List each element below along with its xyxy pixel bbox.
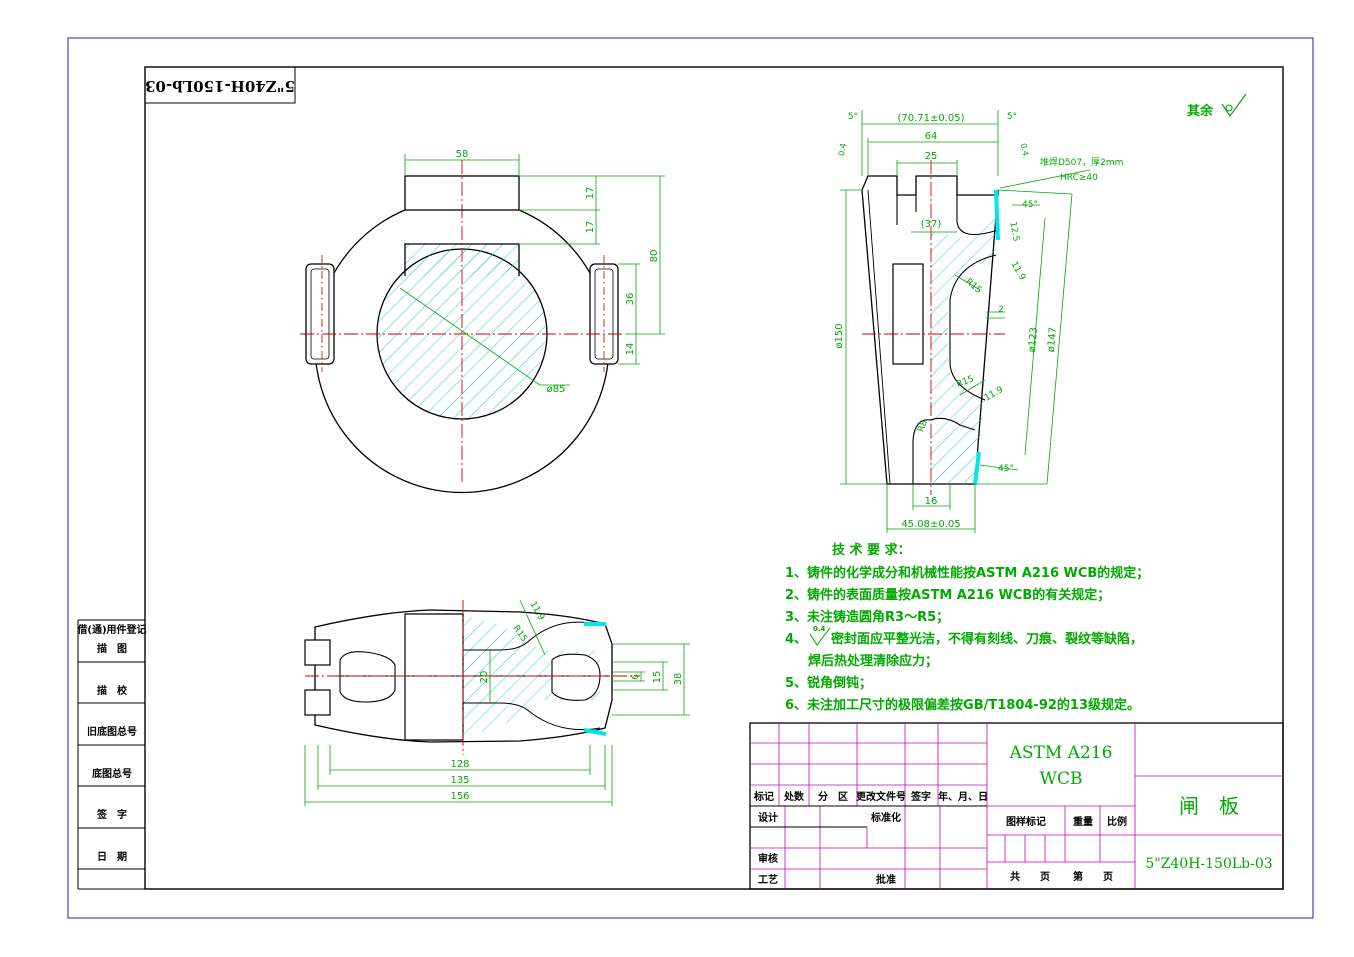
roughness-right: 0.4	[1019, 143, 1030, 157]
dim-58: 58	[456, 149, 469, 160]
rev-header: 分 区	[818, 790, 848, 803]
inner-frame	[144, 66, 1284, 890]
roughness-note-text: 其余	[1187, 103, 1214, 119]
dim-25: 25	[925, 151, 938, 162]
side-table-row: 描 校	[97, 684, 128, 697]
dim-38: 38	[673, 673, 684, 686]
rev-header: 签字	[910, 790, 931, 803]
dim-15: 15	[652, 671, 663, 684]
dim-135: 135	[450, 775, 469, 786]
rev-header: 处数	[783, 790, 805, 803]
side-table	[77, 619, 145, 890]
dim-dia123: ø123	[1027, 327, 1040, 353]
material-line1: ASTM A216	[1009, 743, 1113, 763]
tech-req-item: 2、铸件的表面质量按ASTM A216 WCB的有关规定；	[785, 587, 1110, 603]
front-view: 58 17 17 80 36 14 ø85	[300, 149, 665, 494]
dim-17a: 17	[585, 187, 596, 200]
side-table-row: 日 期	[97, 850, 127, 863]
dim-5deg-left: 5°	[848, 112, 858, 122]
dim-36: 36	[625, 293, 636, 306]
dim-45deg-top: 45°	[1022, 200, 1038, 210]
dim-6: 6	[631, 674, 641, 680]
dim-64: 64	[925, 131, 938, 142]
dim-r8: R8	[916, 419, 930, 434]
roughness-left: 0.4	[837, 143, 848, 157]
dim-r15-top: R15	[963, 277, 983, 296]
label-weight: 重量	[1073, 815, 1093, 828]
drawing-number: 5"Z40H-150Lb-03	[1145, 856, 1272, 872]
roughness-symbol-icon	[809, 627, 831, 646]
label-review: 审核	[758, 852, 778, 865]
label-standard: 标准化	[870, 811, 901, 824]
weld-note-line2: HRC≥40	[1060, 173, 1098, 183]
dim-11-9-top: 11.9	[1008, 260, 1027, 283]
tech-req-item: 1、铸件的化学成分和机械性能按ASTM A216 WCB的规定；	[785, 565, 1149, 581]
dim-dia150: ø150	[834, 323, 845, 348]
dim-45deg-bottom: 45°	[998, 464, 1014, 474]
rev-header: 标记	[753, 790, 774, 803]
label-sheet: 第 页	[1073, 870, 1113, 883]
dim-5deg-right: 5°	[1007, 112, 1017, 122]
side-table-row: 底图总号	[92, 767, 132, 780]
label-approve: 批准	[876, 873, 896, 886]
roughness-symbol-icon	[1221, 93, 1247, 118]
dim-80: 80	[649, 250, 660, 263]
dim-2: 2	[998, 305, 1004, 315]
roughness-note: 其余	[1187, 93, 1247, 119]
dim-70-71: (70.71±0.05)	[897, 113, 964, 124]
mirrored-number-box: 5"Z40H-150Lb-03	[144, 66, 296, 104]
label-design: 设计	[758, 811, 778, 824]
outer-frame	[67, 37, 1314, 919]
rev-header: 更改文件号	[856, 790, 906, 803]
dim-17b: 17	[585, 221, 596, 234]
dim-11-9: 11.9	[527, 600, 546, 623]
tech-req-item: 4、	[785, 632, 807, 647]
tech-req-item: 焊后热处理清除应力；	[808, 653, 938, 669]
weld-note-line1: 堆焊D507，厚2mm	[1040, 156, 1123, 168]
dim-14: 14	[625, 343, 636, 356]
side-table-row: 签 字	[96, 808, 127, 821]
dim-11-9-bottom: 11.9	[983, 385, 1006, 404]
rev-header: 年、月、日	[938, 790, 988, 803]
dim-156: 156	[450, 791, 469, 802]
label-total: 共 页	[1010, 870, 1050, 883]
tech-req-item: 5、锐角倒钝；	[785, 675, 872, 691]
tech-req-item: 3、未注铸造圆角R3～R5；	[785, 609, 949, 625]
dim-128: 128	[450, 759, 469, 770]
tech-req-item: 6、未注加工尺寸的极限偏差按GB/T1804-92的13级规定。	[785, 697, 1140, 713]
part-name: 闸 板	[1179, 794, 1239, 818]
top-view: 11.9 R15 20 6 15 38 128 135 156	[304, 600, 690, 806]
dim-37: (37)	[921, 219, 942, 230]
dim-dia147: ø147	[1046, 327, 1059, 353]
label-stage: 图样标记	[1006, 815, 1046, 828]
tech-requirements: 技 术 要 求： 1、铸件的化学成分和机械性能按ASTM A216 WCB的规定…	[785, 542, 1149, 713]
dim-16: 16	[925, 496, 938, 507]
side-table-row: 描 图	[97, 642, 127, 655]
label-process: 工艺	[758, 873, 778, 886]
section-view: 5° (70.71±0.05) 5° 64 25 0.4 0.4 (37) ø1…	[834, 110, 1123, 533]
dim-45-08: 45.08±0.05	[901, 519, 960, 530]
tech-req-roughness-value: 0.4	[813, 625, 826, 633]
title-block: 标记 处数 分 区 更改文件号 签字 年、月、日 设计 标准化 审核 工艺 批准…	[749, 722, 1284, 890]
tech-req-item: 密封面应平整光洁，不得有刻线、刀痕、裂纹等缺陷，	[830, 631, 1143, 647]
dim-dia85: ø85	[547, 384, 566, 395]
dim-12-5: 12.5	[1007, 221, 1020, 242]
side-table-row: 旧底图总号	[87, 725, 137, 738]
side-table-header: 借(通)用件登记	[76, 623, 146, 636]
tech-req-title: 技 术 要 求：	[832, 542, 911, 558]
mirrored-drawing-number: 5"Z40H-150Lb-03	[145, 77, 295, 95]
dim-20: 20	[479, 671, 490, 684]
label-scale: 比例	[1107, 815, 1127, 828]
material-line2: WCB	[1040, 769, 1083, 789]
